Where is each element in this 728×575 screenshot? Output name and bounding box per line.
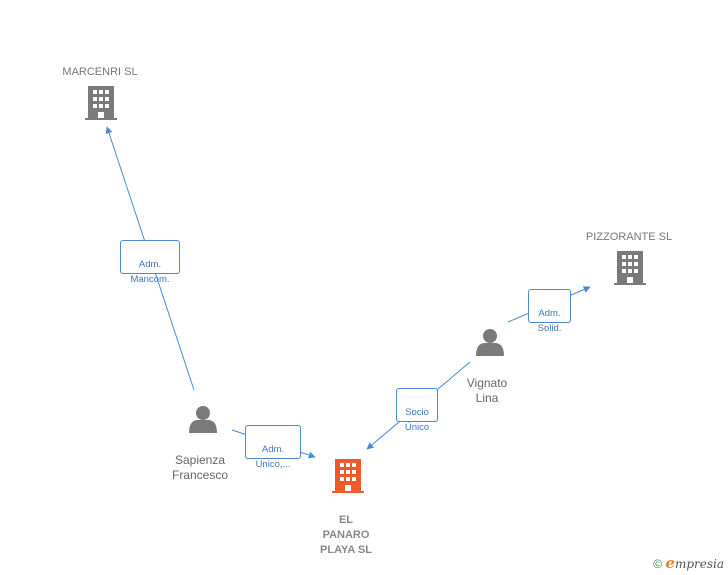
building-icon-pizzorante[interactable]	[614, 251, 646, 285]
node-label-vignato[interactable]: Vignato Lina	[466, 376, 508, 405]
brand-logo: empresia	[665, 554, 724, 572]
edge-label-adm-mancom: Adm. Mancom.	[120, 240, 180, 285]
node-label-el-panaro[interactable]: EL PANARO PLAYA SL	[320, 514, 372, 556]
node-label-pizzorante[interactable]: PIZZORANTE SL	[585, 231, 673, 243]
edge-label-adm-unico: Adm. Unico,...	[245, 425, 301, 470]
node-label-marcenri[interactable]: MARCENRI SL	[62, 66, 138, 78]
building-icon-el-panaro[interactable]	[332, 459, 364, 493]
building-icon-marcenri[interactable]	[85, 86, 117, 120]
edge-label-socio-unico: Socio Único	[396, 388, 438, 433]
node-label-sapienza[interactable]: Sapienza Francesco	[171, 453, 229, 482]
edge-label-adm-solid: Adm. Solid.	[528, 289, 571, 334]
footer-brand[interactable]: © empresia	[653, 554, 724, 572]
person-icon-vignato[interactable]	[476, 329, 504, 356]
copyright-icon: ©	[653, 557, 663, 571]
person-icon-sapienza[interactable]	[189, 406, 217, 433]
